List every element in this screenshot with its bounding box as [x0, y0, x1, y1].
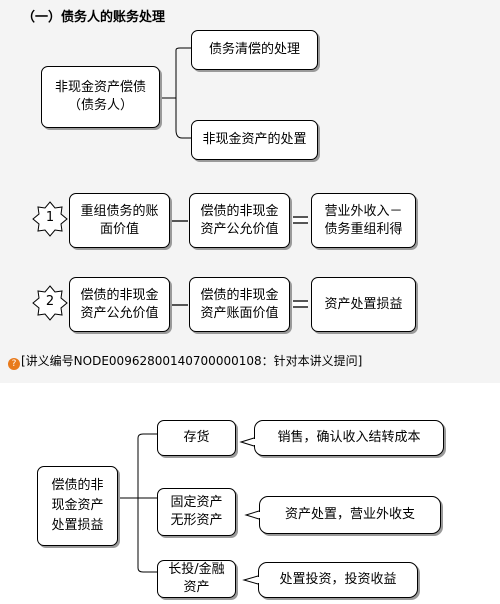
badge-shape-1: [32, 201, 68, 237]
row1-number: 1: [45, 210, 55, 225]
callout-tail-join-1: [253, 439, 256, 445]
row1-equals-operator: [293, 216, 308, 224]
investment-result-callout: 处置投资，投资收益: [258, 562, 418, 598]
debtor-box: 非现金资产偿债 （债务人）: [41, 66, 160, 128]
investment-financial-assets-box: 长投/金融 资产: [157, 560, 236, 598]
badge-shape-2: [32, 285, 68, 321]
lecture-note-link[interactable]: ?[讲义编号NODE00962800140700000108：针对本讲义提问]: [8, 352, 362, 370]
inventory-box: 存货: [157, 420, 236, 456]
asset-disposal-box: 非现金资产的处置: [191, 120, 318, 160]
question-icon: ?: [8, 358, 20, 370]
row2-number: 2: [45, 294, 55, 309]
debt-settlement-box: 债务清偿的处理: [191, 30, 318, 70]
section-heading: （一）债务人的账务处理: [22, 10, 166, 25]
row2-equals-operator: [293, 300, 308, 308]
row1-box-b: 偿债的非现金 资产公允价值: [189, 193, 290, 248]
row1-minus-operator: [172, 220, 188, 222]
row1-box-a: 重组债务的账 面价值: [69, 193, 170, 248]
disposal-gain-loss-box: 偿债的非 现金资产 处置损益: [37, 466, 118, 546]
fixed-intangible-assets-box: 固定资产 无形资产: [157, 488, 236, 536]
row1-box-c: 营业外收入－ 债务重组利得: [311, 193, 416, 248]
row2-box-b: 偿债的非现金 资产账面价值: [189, 277, 290, 332]
inventory-result-callout: 销售，确认收入结转成本: [254, 420, 444, 456]
fixed-assets-result-callout: 资产处置，营业外收支: [259, 496, 441, 534]
lecture-note-text: [讲义编号NODE00962800140700000108：针对本讲义提问]: [21, 354, 363, 368]
row2-box-c: 资产处置损益: [311, 277, 416, 332]
row2-box-a: 偿债的非现金 资产公允价值: [69, 277, 170, 332]
row2-minus-operator: [172, 304, 188, 306]
callout-tail-join-2: [258, 512, 261, 518]
callout-tail-join-3: [257, 577, 260, 583]
